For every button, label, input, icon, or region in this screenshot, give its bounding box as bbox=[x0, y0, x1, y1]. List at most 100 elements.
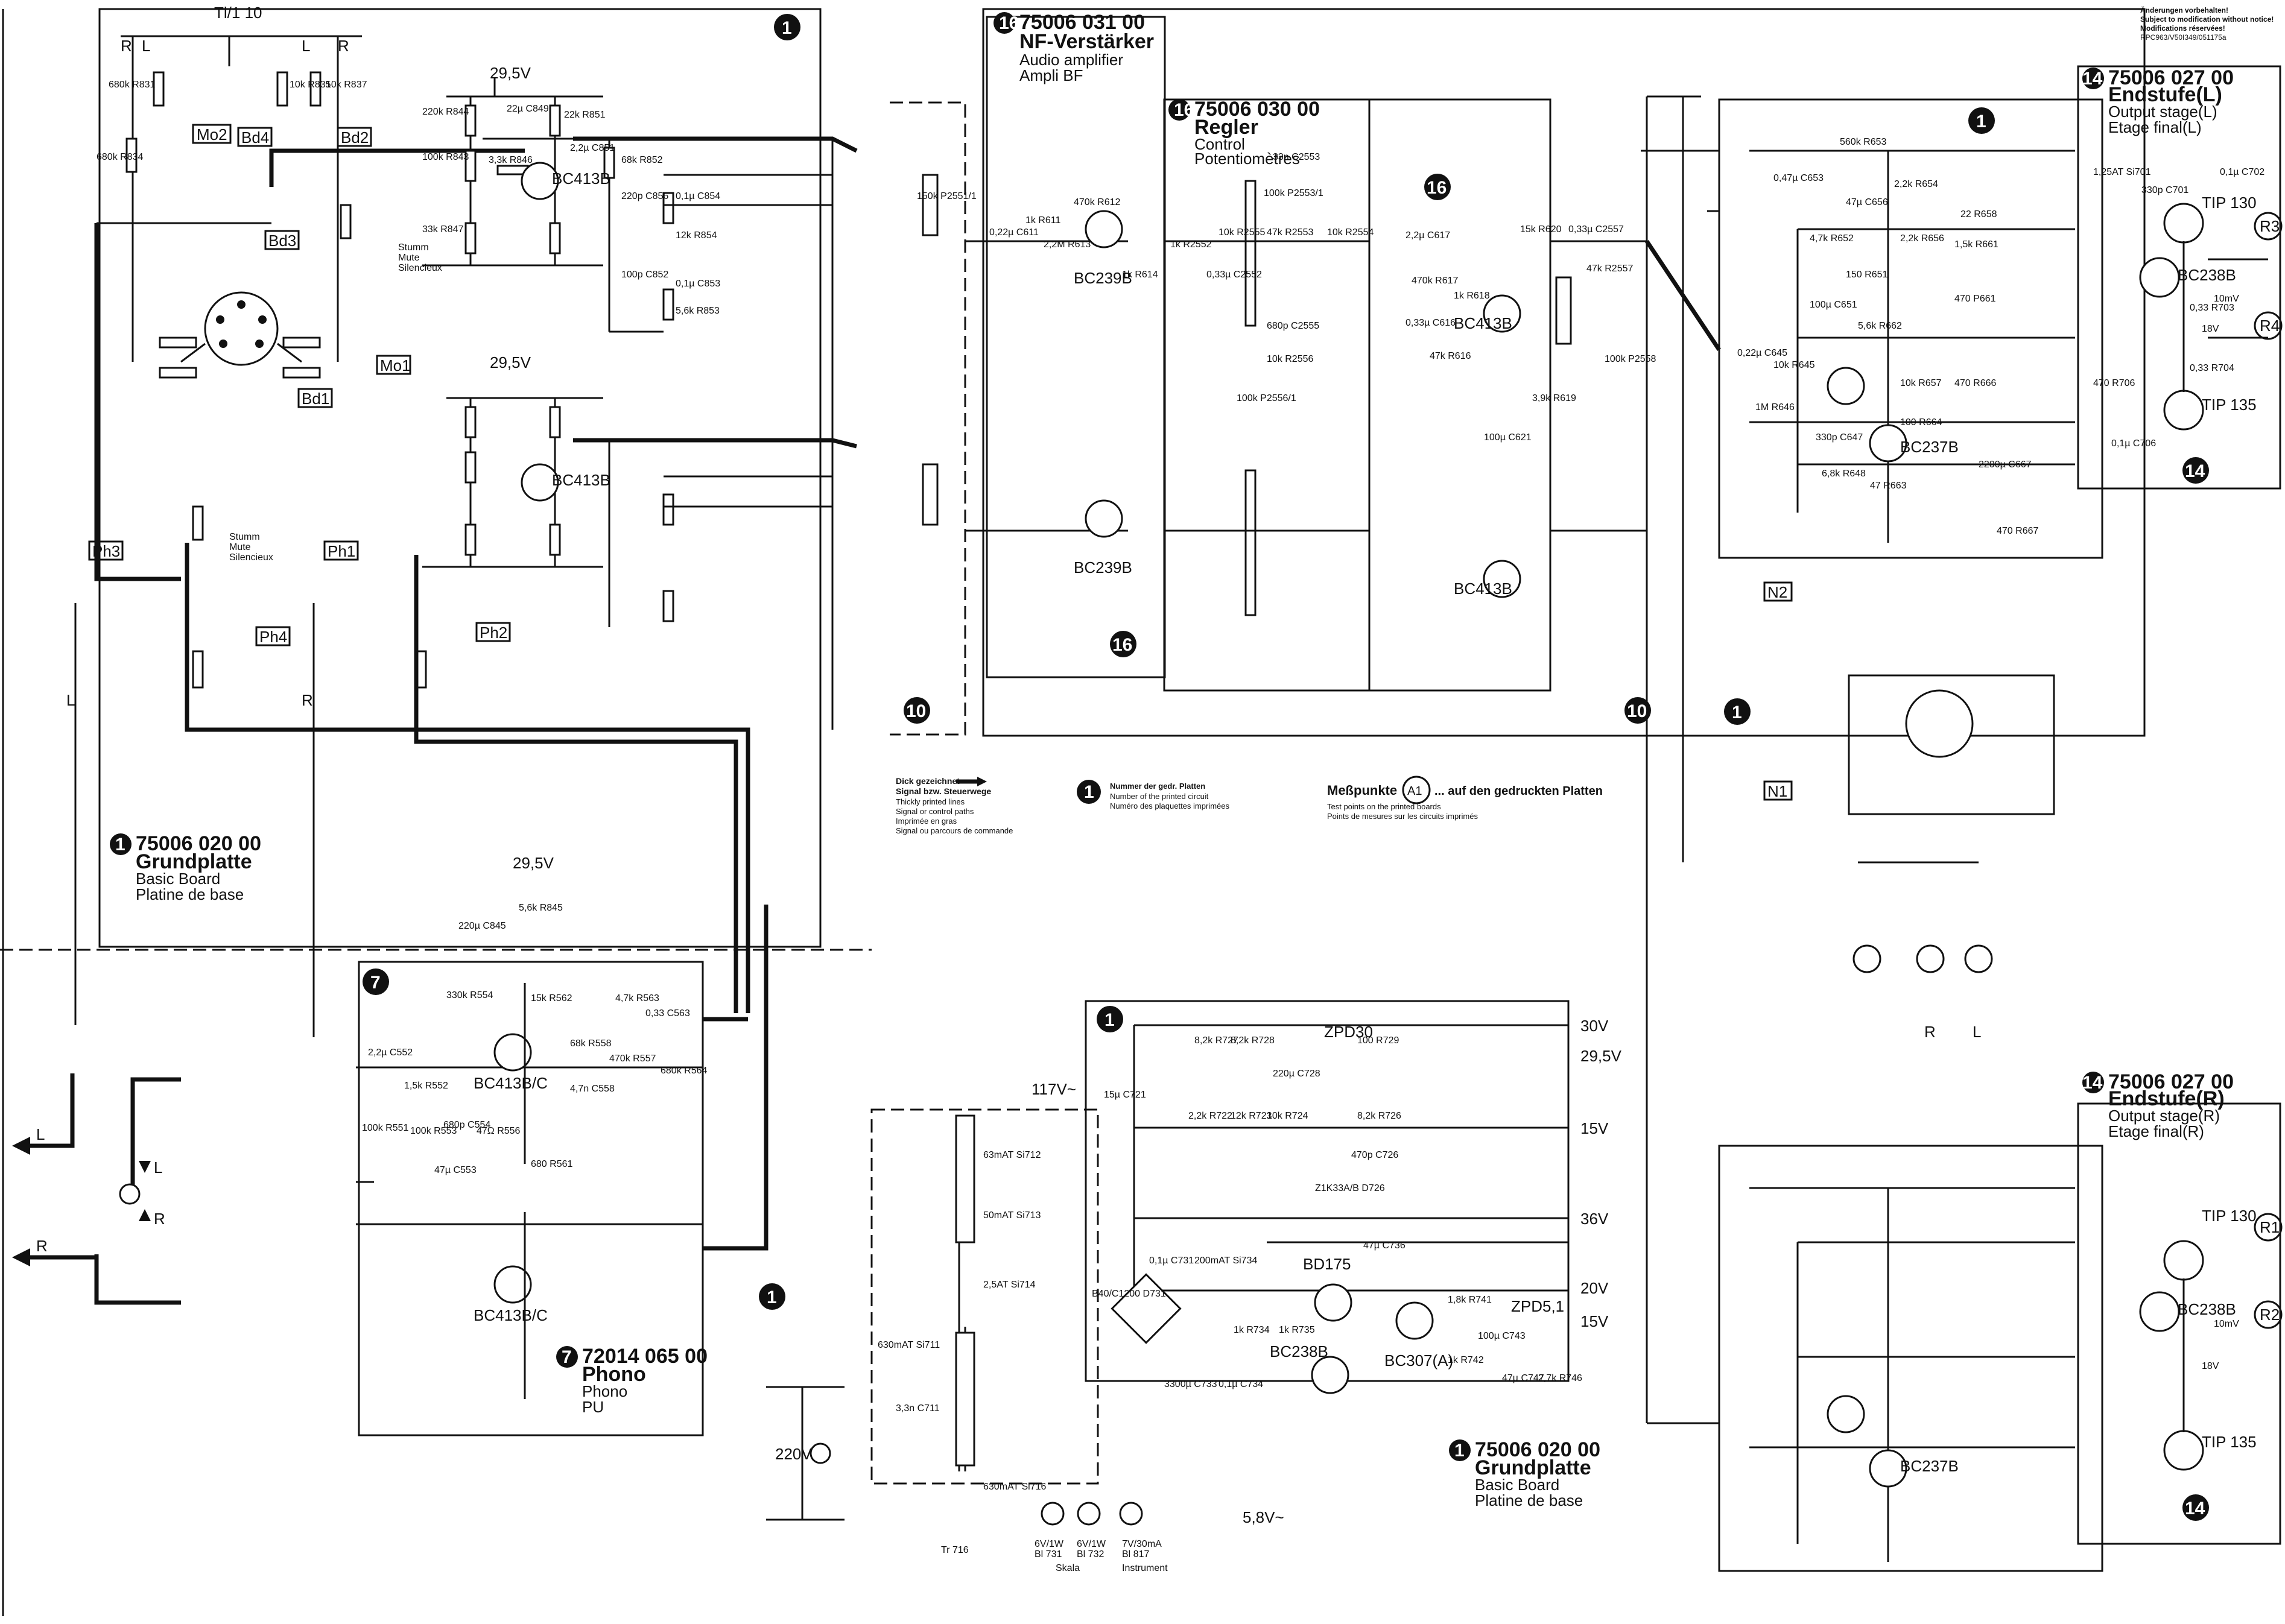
rail-36v: 36V bbox=[1580, 1210, 1609, 1228]
bridge-rectifier bbox=[1111, 1273, 1182, 1344]
transformer-primary bbox=[955, 1114, 975, 1243]
label-18v-r: 18V bbox=[2202, 1361, 2219, 1371]
label-r553: 100k R553 bbox=[410, 1126, 457, 1136]
label-r563: 4,7k R563 bbox=[615, 993, 659, 1003]
audio-amp-title-en: Audio amplifier bbox=[1019, 51, 1123, 69]
label-t708: BC238B bbox=[2178, 266, 2236, 284]
label-r612: 470k R612 bbox=[1074, 197, 1120, 207]
label-c726: 470p C726 bbox=[1351, 1150, 1398, 1160]
svg-text:29,5V: 29,5V bbox=[513, 854, 554, 872]
resistor-r853 bbox=[662, 288, 674, 321]
label-r847: 33k R847 bbox=[422, 224, 464, 235]
label-r617: 470k R617 bbox=[1412, 276, 1458, 286]
label-r658: 22 R658 bbox=[1960, 209, 1997, 220]
pot-p2553-2 bbox=[1244, 469, 1257, 616]
label-r654: 2,2k R654 bbox=[1894, 179, 1938, 189]
switch-bd1: Bd1 bbox=[302, 390, 329, 408]
label-r661: 1,5k R661 bbox=[1954, 239, 1998, 250]
notice-en: Subject to modification without notice! bbox=[2140, 15, 2274, 24]
label-c734: 0,1µ C734 bbox=[1219, 1379, 1263, 1389]
label-r834: 680k R834 bbox=[97, 152, 143, 162]
label-si712: 63mAT Si712 bbox=[983, 1150, 1041, 1160]
legend-mp-symbol: A1 bbox=[1407, 785, 1422, 798]
drawing-code: RPC963/V50I349/051175a bbox=[2140, 33, 2226, 42]
input-l-label: L bbox=[142, 37, 150, 55]
label-t741: BC307(A) bbox=[1384, 1351, 1453, 1370]
label-r746: 2,7k R746 bbox=[1538, 1373, 1582, 1383]
label-c563: 0,33 C563 bbox=[645, 1008, 690, 1019]
label-r554: 330k R554 bbox=[446, 990, 493, 1000]
basic-psu-title-en: Basic Board bbox=[1475, 1476, 1559, 1494]
badge-14-a: 14 bbox=[2185, 461, 2205, 481]
output-r3: R3 bbox=[2260, 217, 2280, 235]
label-r2555: 10k R2555 bbox=[1219, 227, 1265, 238]
label-b40: B40/C1200 D731 bbox=[1092, 1289, 1166, 1299]
label-r2553: 47k R2553 bbox=[1267, 227, 1313, 238]
transistor-t693 bbox=[1869, 1449, 1907, 1488]
badge-16-a: 16 bbox=[1427, 178, 1447, 198]
output-l-title-de: Endstufe(L) bbox=[2108, 83, 2222, 106]
output-r-title-de: Endstufe(R) bbox=[2108, 1087, 2225, 1110]
label-r706: 470 R706 bbox=[2093, 378, 2135, 388]
audio-amp-code: 75006 031 00 bbox=[1019, 11, 1145, 34]
speaker-socket-area: R L bbox=[1848, 674, 2055, 1041]
badge-audio-amp: 16 bbox=[999, 13, 1019, 33]
resistor-r873 bbox=[662, 590, 674, 622]
label-r852: 68k R852 bbox=[621, 155, 663, 165]
mute2-label-en: Mute bbox=[229, 542, 251, 552]
label-r611: 1k R611 bbox=[1025, 215, 1061, 226]
lamp1-ref: Bl 731 bbox=[1035, 1549, 1062, 1559]
rail-20v: 20V bbox=[1580, 1279, 1609, 1297]
out-l-label: L bbox=[36, 1125, 45, 1143]
label-c656: 47µ C656 bbox=[1846, 197, 1888, 207]
transistor-t709-r bbox=[2163, 1430, 2204, 1471]
label-r648: 6,8k R648 bbox=[1822, 469, 1866, 479]
lamp2-rating: 6V/1W bbox=[1077, 1539, 1106, 1549]
resistor-r863 bbox=[464, 451, 477, 484]
resistor-r835b bbox=[282, 336, 321, 349]
resistor-r862 bbox=[192, 505, 204, 541]
label-r723: 12k R723 bbox=[1231, 1111, 1272, 1121]
label-c731: 0,1µ C731 bbox=[1149, 1256, 1194, 1266]
label-t634: BC239B bbox=[1074, 558, 1132, 577]
phono-inputs: L R L R bbox=[12, 1073, 181, 1305]
label-r854: 12k R854 bbox=[676, 230, 717, 241]
label-5-8v: 5,8V~ bbox=[1243, 1508, 1284, 1526]
lamp3-rating: 7V/30mA bbox=[1122, 1539, 1162, 1549]
mute-label-de: Stumm bbox=[398, 242, 429, 253]
label-si714: 2,5AT Si714 bbox=[983, 1280, 1036, 1290]
resistor-r844 bbox=[464, 104, 477, 137]
label-r2554: 10k R2554 bbox=[1327, 227, 1374, 238]
label-t554: BC413B/C bbox=[474, 1074, 548, 1092]
label-r551: 100k R551 bbox=[362, 1123, 408, 1133]
label-t708r: BC238B bbox=[2178, 1300, 2236, 1318]
legend: Dick gezeichnet Signal bzw. Steuerwege T… bbox=[896, 776, 1603, 835]
output-l-title-fr: Etage final(L) bbox=[2108, 118, 2202, 136]
transistor-t866 bbox=[521, 463, 559, 502]
resistor-r847 bbox=[464, 222, 477, 254]
label-si713: 50mAT Si713 bbox=[983, 1210, 1041, 1221]
lamp-bl817 bbox=[1119, 1502, 1143, 1526]
output-stage-l: TIP 130 BC238B TIP 135 BC237B R3 R4 10mV… bbox=[1737, 137, 2283, 543]
label-r667: 470 R667 bbox=[1997, 526, 2038, 536]
board-1-output-right-area bbox=[1718, 1145, 2103, 1572]
label-c616: 0,33µ C616 bbox=[1406, 318, 1456, 328]
label-c2557: 0,33µ C2557 bbox=[1568, 224, 1624, 235]
label-r664: 100 R664 bbox=[1900, 417, 1942, 428]
label-c554: 680p C554 bbox=[443, 1120, 490, 1130]
badge-1-d: 1 bbox=[1104, 1010, 1115, 1030]
resistor-r852 bbox=[603, 147, 615, 179]
legend-mp-suffix: ... auf den gedruckten Platten bbox=[1434, 785, 1603, 798]
resistor-r864 bbox=[464, 406, 477, 438]
label-r558: 68k R558 bbox=[570, 1038, 612, 1049]
transistor-t707 bbox=[2163, 203, 2204, 244]
resistor-r871 bbox=[549, 406, 561, 438]
label-p2558: 100k P2558 bbox=[1605, 354, 1656, 364]
label-r562: 15k R562 bbox=[531, 993, 572, 1003]
legend-mp-fr: Points de mesures sur les circuits impri… bbox=[1327, 812, 1478, 821]
transistor-t663 bbox=[1869, 424, 1907, 463]
transistor-t614 bbox=[1085, 210, 1123, 248]
input-r-label: R bbox=[121, 37, 132, 55]
label-r616: 47k R616 bbox=[1430, 351, 1471, 361]
